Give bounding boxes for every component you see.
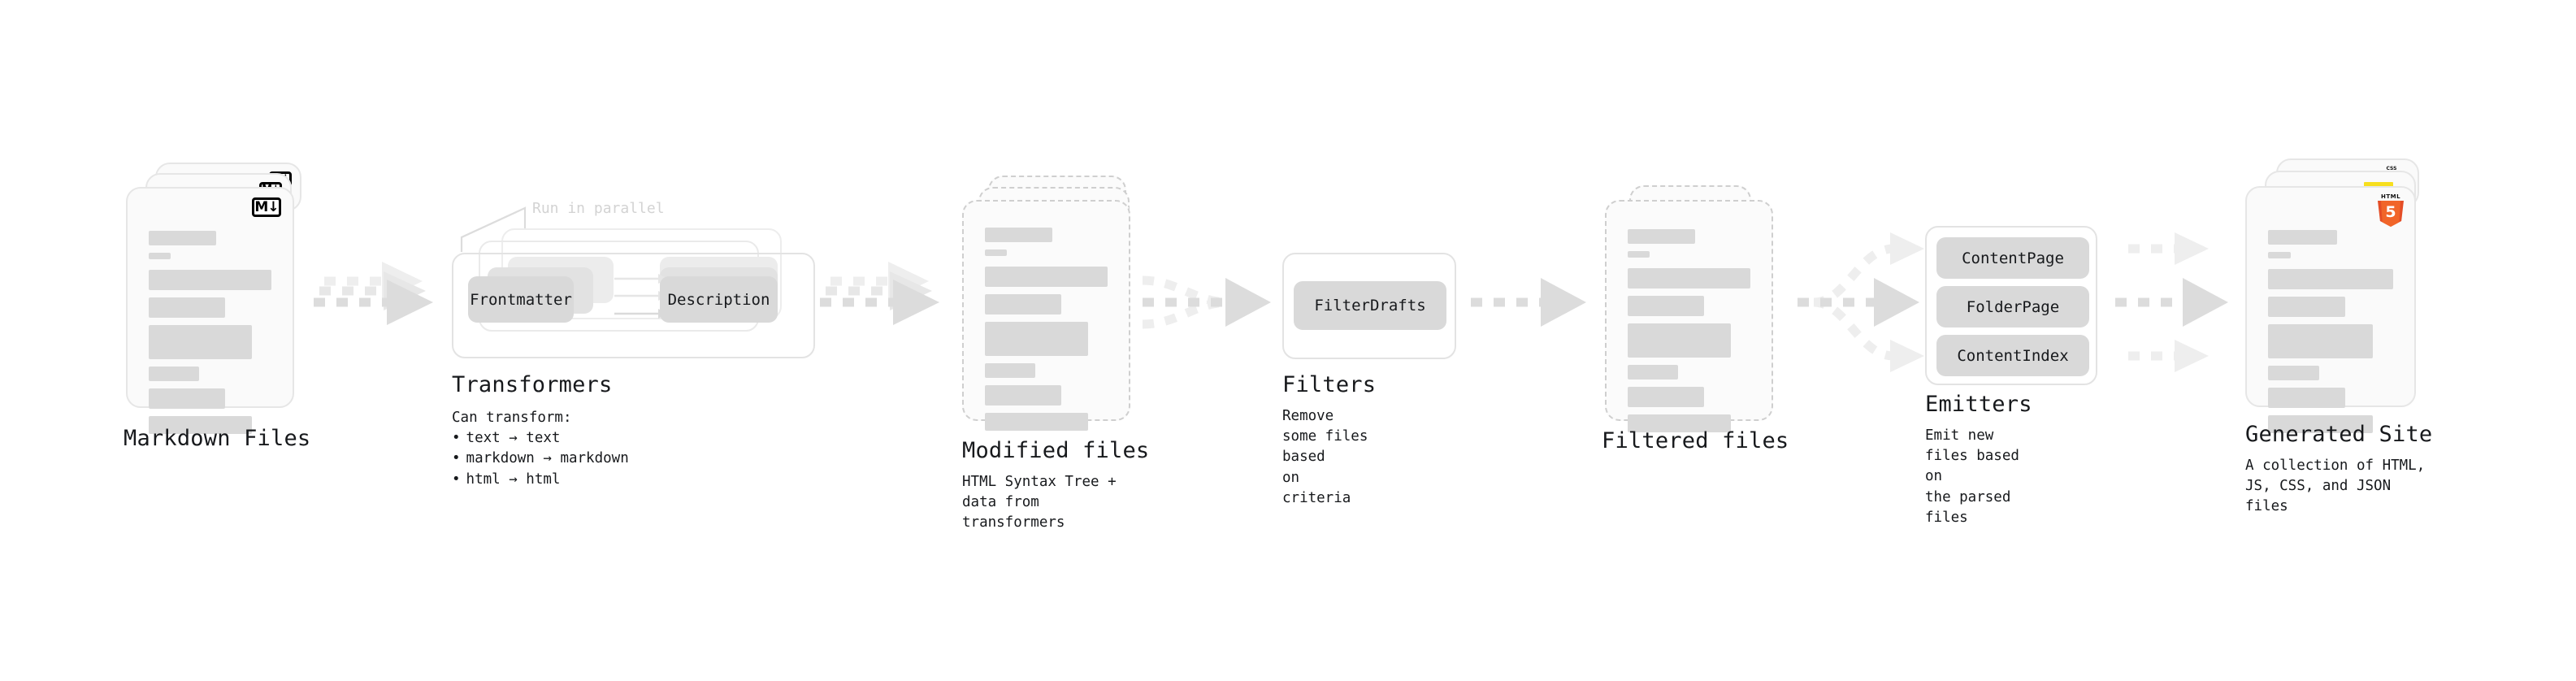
content-bar [2268, 252, 2291, 258]
content-bar [1628, 414, 1731, 432]
connector-transformers-to-modified [820, 262, 939, 325]
html5-icon-label: HTML [2380, 193, 2401, 200]
content-bar [2268, 415, 2374, 433]
html5-icon-shield: 5 [2378, 201, 2404, 227]
chip-label: Description [667, 290, 770, 309]
doc-content-lines [1628, 229, 1750, 440]
content-bar [149, 231, 217, 245]
content-bar [2268, 324, 2374, 358]
content-bar [149, 416, 252, 434]
emitter-chip-contentpage[interactable]: ContentPage [1936, 237, 2089, 279]
connector-markdown-to-transformers [314, 262, 433, 325]
content-bar [1628, 251, 1650, 258]
chip-label: ContentPage [1962, 249, 2064, 267]
content-bar [1628, 296, 1704, 316]
content-bar [985, 267, 1108, 287]
connector-filters-to-filtered [1471, 278, 1586, 327]
stage-title: Filtered files [1602, 428, 1789, 453]
connector-filtered-to-emitters [1798, 232, 1924, 372]
chip-label: FolderPage [1966, 297, 2060, 316]
stage-title: Filters [1282, 372, 1377, 397]
stage-subtitle: Emit new files based on the parsed files [1925, 427, 2019, 527]
html5-icon-number: 5 [2385, 203, 2396, 221]
stage-title: Generated Site [2245, 422, 2433, 447]
filtered-doc-front [1605, 200, 1773, 432]
content-bar [149, 325, 252, 359]
emitters-box: ContentPage FolderPage ContentIndex [1925, 226, 2097, 385]
run-in-parallel-label: Run in parallel [532, 200, 665, 217]
bullet-item: html → html [452, 470, 629, 490]
content-bar [985, 322, 1088, 356]
content-bar [1628, 268, 1750, 288]
content-bar [2268, 269, 2393, 289]
content-bar [2268, 388, 2346, 408]
content-bar [1628, 323, 1731, 358]
stage-title: Emitters [1925, 392, 2032, 417]
transformers-box [452, 253, 815, 358]
content-bar [985, 413, 1088, 431]
content-bar [149, 253, 171, 259]
stage-title: Markdown Files [124, 426, 311, 451]
content-bar [985, 249, 1008, 256]
markdown-file-stack: M↓ M↓ M↓ [126, 163, 313, 434]
transformers-bullet-list: text → text markdown → markdown html → h… [452, 428, 629, 490]
stage-subtitle: Can transform: [452, 409, 572, 426]
chip-label: Frontmatter [470, 290, 572, 309]
modified-file-stack [962, 176, 1149, 431]
caption-modified-files: Modified files HTML Syntax Tree + data f… [962, 439, 1149, 534]
content-bar [2268, 366, 2320, 380]
content-bar [985, 228, 1053, 242]
filtered-file-stack [1605, 185, 1792, 432]
content-bar [985, 385, 1061, 406]
content-bar [149, 270, 271, 290]
markdown-icon: M↓ [252, 197, 281, 217]
filters-box: FilterDrafts [1282, 253, 1456, 359]
caption-filters: Filters Remove some files based on crite… [1282, 373, 1376, 510]
content-bar [1628, 365, 1678, 380]
transformer-chip-frontmatter[interactable]: Frontmatter [468, 276, 574, 323]
content-bar [149, 388, 225, 409]
generated-site-stack: CSS HTML 5 [2245, 158, 2440, 433]
caption-transformers: Transformers Can transform: text → text … [452, 373, 629, 490]
transformer-chip-description[interactable]: Description [660, 276, 778, 323]
html5-icon: HTML 5 [2377, 194, 2405, 227]
caption-markdown-files: Markdown Files [124, 427, 310, 451]
content-bar [1628, 229, 1696, 244]
content-bar [2268, 297, 2346, 317]
content-bar [985, 363, 1035, 378]
markdown-doc-front: M↓ [126, 187, 294, 434]
generated-doc-front: HTML 5 [2245, 186, 2416, 433]
caption-filtered-files: Filtered files [1602, 429, 1789, 453]
css-icon-label: CSS [2386, 166, 2397, 171]
connector-modified-to-filters [1142, 275, 1271, 329]
bullet-item: text → text [452, 428, 629, 449]
chip-label: ContentIndex [1957, 346, 2069, 365]
caption-emitters: Emitters Emit new files based on the par… [1925, 393, 2032, 529]
bullet-item: markdown → markdown [452, 449, 629, 469]
content-bar [149, 297, 225, 318]
stage-title: Transformers [452, 372, 613, 397]
caption-generated-site: Generated Site A collection of HTML, JS,… [2245, 423, 2432, 518]
content-bar [985, 294, 1061, 314]
doc-content-lines [149, 231, 271, 441]
modified-doc-front [962, 200, 1130, 431]
chip-label: FilterDrafts [1314, 297, 1426, 314]
connector-emitters-to-generated [2115, 232, 2228, 372]
content-bar [2268, 230, 2337, 245]
filter-chip-filterdrafts[interactable]: FilterDrafts [1294, 281, 1446, 330]
emitter-chip-folderpage[interactable]: FolderPage [1936, 286, 2089, 327]
doc-content-lines [2268, 230, 2393, 440]
stage-subtitle: A collection of HTML, JS, CSS, and JSON … [2245, 457, 2426, 515]
content-bar [1628, 387, 1704, 407]
doc-content-lines [985, 228, 1108, 438]
content-bar [149, 367, 199, 381]
emitter-chip-contentindex[interactable]: ContentIndex [1936, 335, 2089, 376]
stage-title: Modified files [962, 438, 1150, 463]
stage-subtitle: HTML Syntax Tree + data from transformer… [962, 473, 1117, 531]
stage-subtitle: Remove some files based on criteria [1282, 407, 1368, 507]
